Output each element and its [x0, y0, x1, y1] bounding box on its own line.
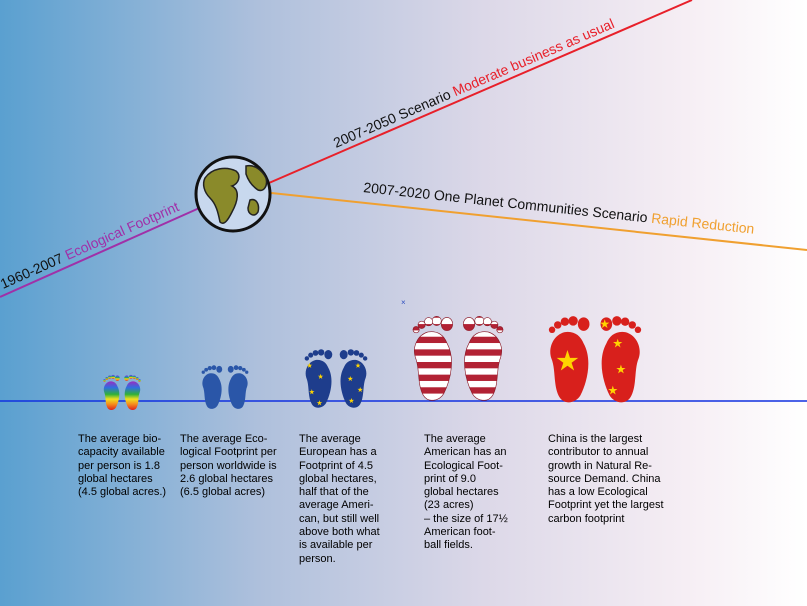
description-line: (4.5 global acres.) [78, 486, 167, 499]
cross-mark-icon: × [401, 298, 406, 307]
description-line: The average [299, 433, 361, 445]
description-line: average Ameri- [299, 499, 374, 512]
description-line: contributor to annual [548, 446, 649, 459]
description-line: The average [424, 433, 486, 445]
moderate-scenario-line [261, 0, 693, 187]
description-line: The average Eco- [180, 433, 268, 445]
description-line: European has a [299, 446, 377, 459]
description-line: American has an [424, 446, 507, 459]
description-line: source Demand. China [548, 472, 661, 485]
eu-flag-footprints-icon [305, 349, 368, 408]
description-line: growth in Natural Re- [548, 459, 652, 472]
description-line: 2.6 global hectares [180, 472, 273, 485]
description-line: above both what [299, 526, 380, 539]
description-line: ball fields. [424, 539, 473, 552]
world-map-footprints-icon [201, 365, 248, 413]
description-line: – the size of 17½ [424, 512, 508, 525]
description-line: is available per [299, 539, 373, 552]
description-line: global hectares [424, 486, 499, 499]
description-line: (6.5 global acres) [180, 486, 265, 499]
description-line: person worldwide is [180, 459, 277, 472]
description-line: Footprint of 4.5 [299, 459, 373, 472]
description-line: (23 acres) [424, 499, 474, 512]
historic-footprint-label: 1960-2007 Ecological Footprint [0, 198, 181, 291]
description-line: global hectares, [299, 472, 377, 485]
description-line: carbon footprint [548, 512, 625, 525]
us-flag-footprints-icon [407, 311, 508, 400]
description-line: global hectares [78, 472, 153, 485]
china-flag-footprints-icon [549, 316, 641, 402]
description-line: China is the largest [548, 433, 643, 445]
description-line: can, but still well [299, 512, 380, 525]
description-line: person. [299, 552, 336, 565]
moderate-scenario-label: 2007-2050 Scenario Moderate business as … [331, 15, 617, 151]
description-line: print of 9.0 [424, 472, 476, 485]
rapid-reduction-label: 2007-2020 One Planet Communities Scenari… [363, 179, 756, 237]
rapid-reduction-line [261, 191, 807, 251]
description-line: capacity available [78, 446, 165, 459]
description-line: logical Footprint per [180, 446, 277, 459]
description-line: Footprint yet the largest [548, 499, 664, 512]
historic-footprint-line [0, 192, 234, 298]
globe-icon [194, 155, 272, 233]
rainbow-footprints-icon [103, 375, 141, 410]
description-line: per person is 1.8 [78, 459, 160, 472]
description-line: American foot- [424, 526, 496, 539]
description-line: half that of the [299, 486, 369, 499]
description-line: has a low Ecological [548, 486, 648, 499]
description-line: Ecological Foot- [424, 459, 503, 472]
description-line: The average bio- [78, 433, 162, 445]
